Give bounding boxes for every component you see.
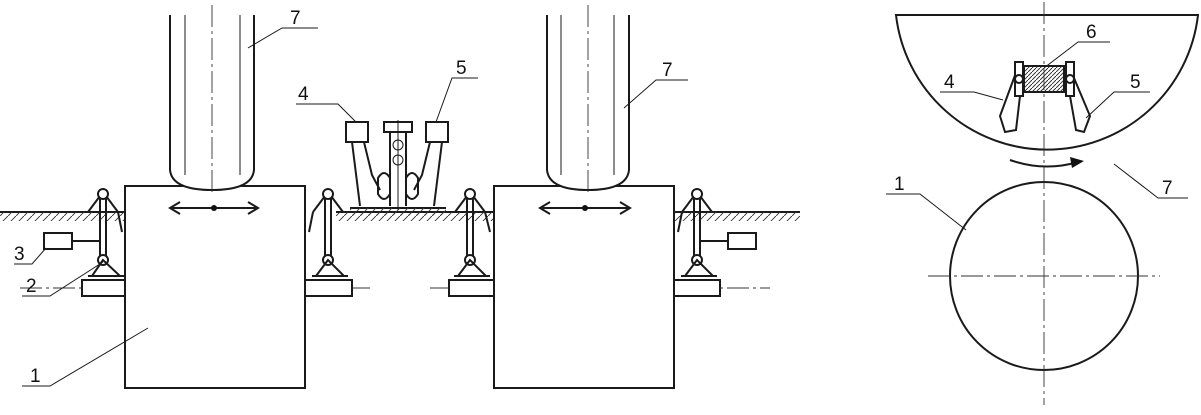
lever-left-b xyxy=(308,188,348,277)
roll-block-right xyxy=(493,185,675,389)
shaft-right-b xyxy=(673,279,721,297)
lever-right-a xyxy=(454,188,491,277)
lever-right-b xyxy=(677,188,757,277)
arm-block-left xyxy=(345,121,369,143)
pivot-dot-right xyxy=(582,205,588,211)
label-2: 2 xyxy=(26,276,37,297)
label-7-left: 7 xyxy=(290,8,301,29)
shaft-left-a xyxy=(81,279,126,297)
label-1-side: 1 xyxy=(894,174,905,195)
label-3: 3 xyxy=(14,244,25,265)
roll-block-left xyxy=(124,185,306,389)
leader-lines xyxy=(14,27,1188,387)
pivot-dot-left xyxy=(211,205,217,211)
sensor-box-left xyxy=(43,232,73,250)
arm-block-right xyxy=(425,121,449,143)
label-5: 5 xyxy=(456,58,467,79)
sensor-box-right xyxy=(727,232,757,250)
left-unit xyxy=(20,5,370,389)
number-labels: 7 7 4 5 3 2 1 6 4 5 7 1 xyxy=(14,8,1173,387)
shaft-right-a xyxy=(448,279,495,297)
label-4-side: 4 xyxy=(944,72,955,93)
label-5-side: 5 xyxy=(1130,72,1141,93)
sample-side xyxy=(1023,65,1065,93)
shaft-left-b xyxy=(304,279,353,297)
center-fixture xyxy=(345,120,449,216)
label-1-left: 1 xyxy=(30,366,41,387)
right-unit xyxy=(430,5,770,389)
label-4: 4 xyxy=(298,84,309,105)
lever-left-a xyxy=(43,188,124,277)
label-7-right: 7 xyxy=(662,60,673,81)
side-view xyxy=(894,2,1200,405)
label-6-side: 6 xyxy=(1086,22,1097,43)
label-7-side: 7 xyxy=(1162,178,1173,199)
